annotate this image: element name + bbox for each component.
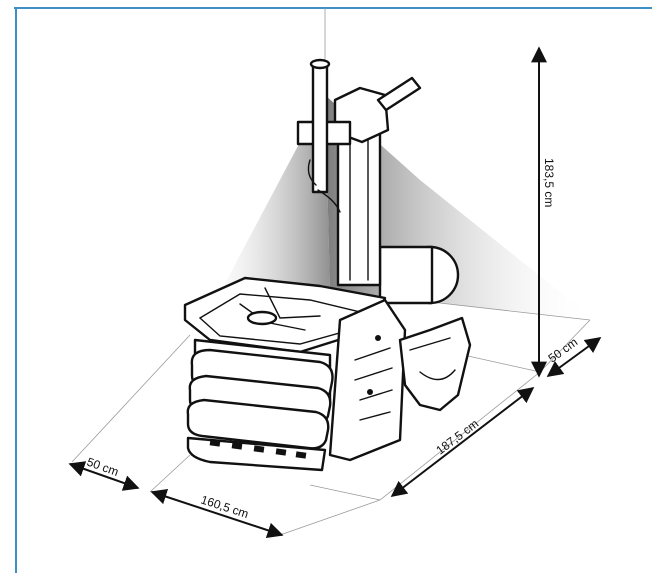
dimension-arrows xyxy=(68,46,602,539)
depth-back-label: 50 cm xyxy=(546,335,581,366)
frame-border xyxy=(14,7,652,573)
tyre-changer-machine-icon xyxy=(183,58,472,472)
diagonal-length-label: 187,5 cm xyxy=(433,417,481,458)
height-label: 183,5 cm xyxy=(542,158,556,207)
diagonal-length-arrow xyxy=(390,387,535,497)
width-front-arrow xyxy=(150,488,284,539)
depth-front-arrow xyxy=(68,461,140,491)
depth-back-arrow xyxy=(546,337,602,377)
pedal-group xyxy=(209,439,307,459)
